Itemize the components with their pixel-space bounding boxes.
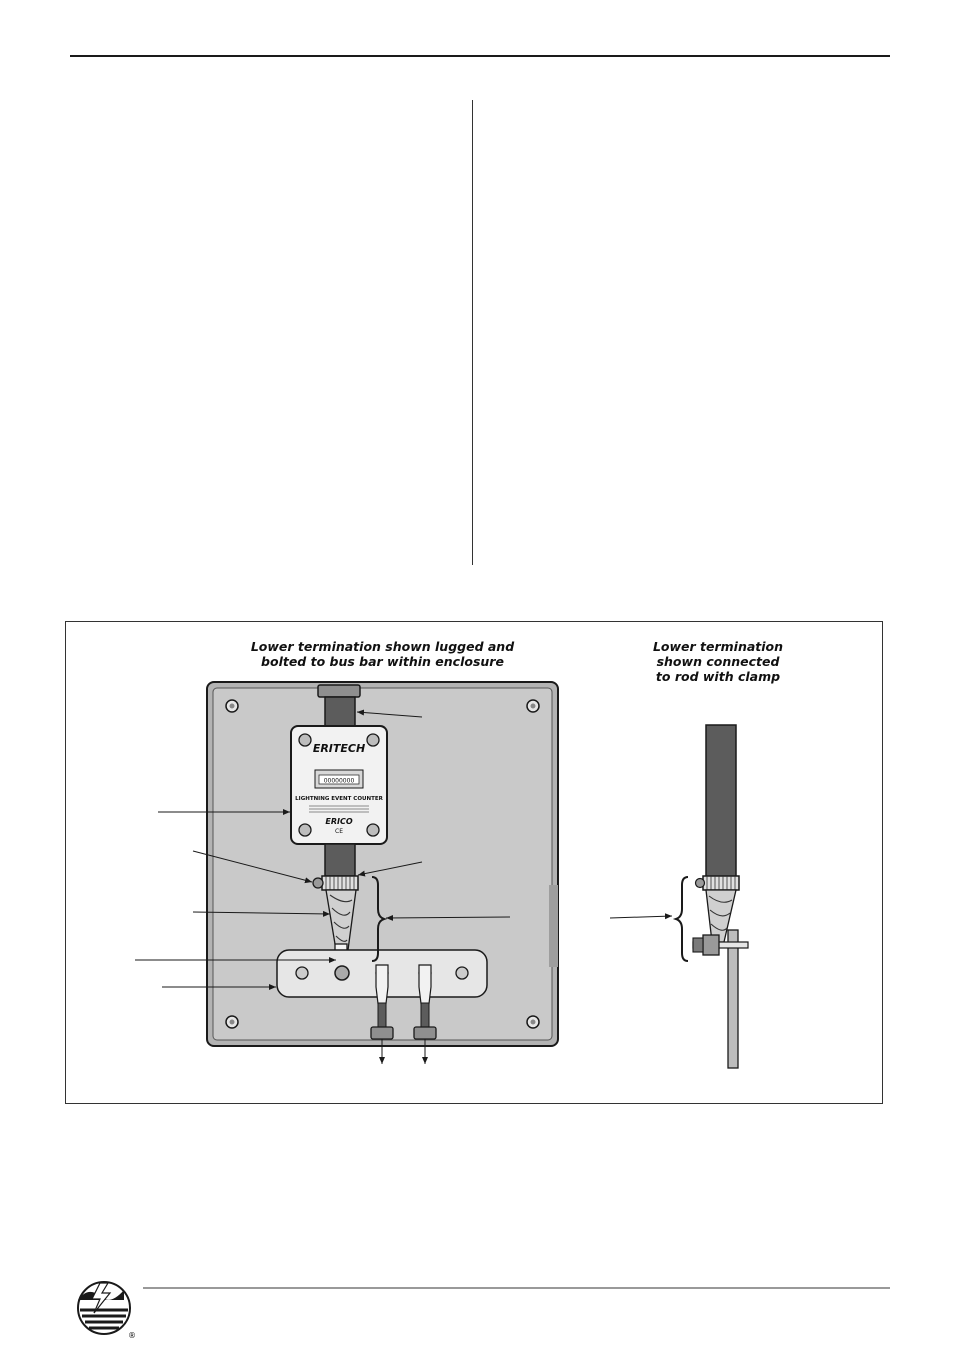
rod-assembly xyxy=(692,724,749,1069)
figure-caption-left: Lower termination shown lugged and bolte… xyxy=(230,639,535,669)
outgoing-cables xyxy=(370,964,437,1064)
company-logo-icon xyxy=(77,1281,131,1335)
enclosure-hinge xyxy=(549,885,558,967)
brace xyxy=(672,876,689,962)
device-brand: ERITECH xyxy=(313,742,365,755)
figure-caption-right: Lower termination shown connected to rod… xyxy=(628,639,808,684)
device-name: LIGHTNING EVENT COUNTER xyxy=(295,796,383,802)
column-divider xyxy=(472,100,473,565)
lightning-event-counter: ERITECH 00000000 LIGHTNING EVENT COUNTER… xyxy=(290,725,388,845)
caption-right-line2: shown connected xyxy=(656,654,780,669)
upper-conductor xyxy=(317,684,361,731)
hose-clamp xyxy=(312,875,359,891)
counter-display: 00000000 xyxy=(324,778,355,785)
leader-lines xyxy=(135,709,511,990)
figure-frame xyxy=(65,621,883,1104)
screw-icon xyxy=(298,823,312,837)
brace xyxy=(371,876,388,962)
ce-mark: CE xyxy=(335,828,343,835)
registered-mark: ® xyxy=(128,1331,136,1340)
leader-line xyxy=(609,913,673,920)
caption-right-line1: Lower termination xyxy=(652,639,784,654)
screw-icon xyxy=(366,733,380,747)
caption-right-line3: to rod with clamp xyxy=(655,669,781,684)
caption-left-line2: bolted to bus bar within enclosure xyxy=(261,654,504,669)
device-maker: ERICO xyxy=(325,817,352,826)
lower-conductor xyxy=(324,843,356,877)
screw-icon xyxy=(298,733,312,747)
caption-left-line1: Lower termination shown lugged and xyxy=(250,639,515,654)
screw-icon xyxy=(366,823,380,837)
header-rule xyxy=(70,55,890,57)
